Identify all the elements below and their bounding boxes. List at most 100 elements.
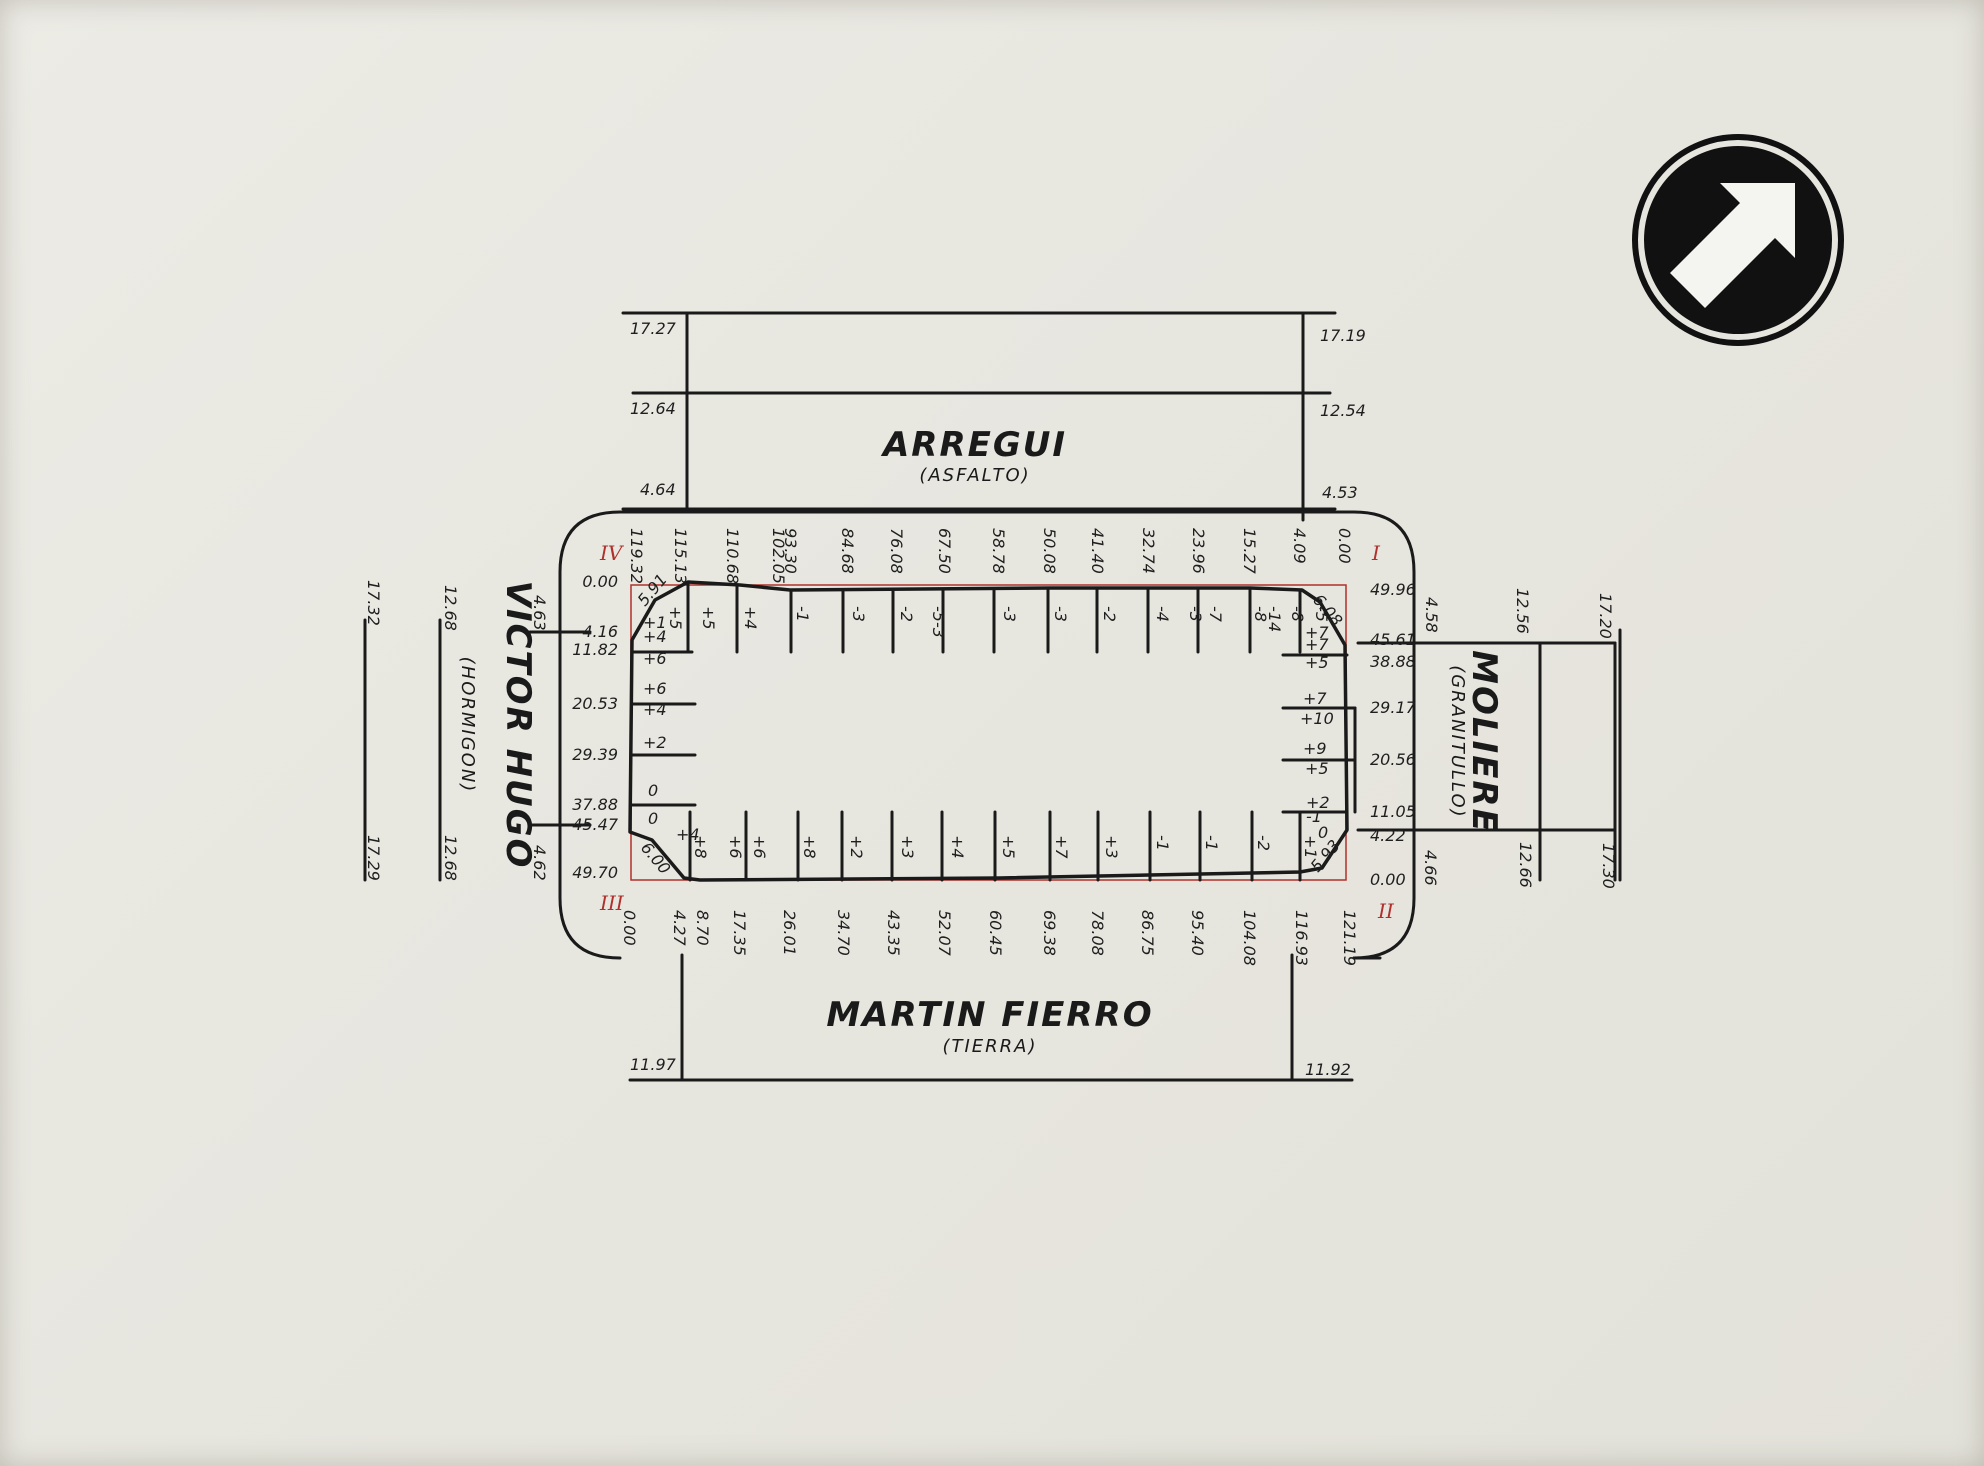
bottom-chainage: 26.01 (780, 910, 799, 956)
left-offset: +1 (643, 613, 667, 632)
left-offset: +6 (643, 649, 667, 668)
bottom-offset: +3 (898, 835, 917, 859)
bottom-offset: +3 (1102, 835, 1121, 859)
top-offset: +5 (699, 606, 718, 630)
top-offset: -8 (1251, 606, 1270, 622)
left-chainage: 49.70 (572, 863, 618, 882)
top-offset: -3 (929, 622, 948, 638)
width-label: 11.92 (1305, 1060, 1351, 1079)
right-offset: +10 (1300, 709, 1334, 728)
width-label: 12.68 (441, 585, 460, 631)
top-offset: -3 (1186, 606, 1205, 622)
top-offset-ticks (686, 580, 1302, 654)
top-offset: -7 (1206, 606, 1225, 623)
street-surface-west: (HORMIGON) (457, 657, 478, 794)
top-chainage: 84.68 (838, 528, 857, 574)
bottom-chainage: 116.93 (1292, 910, 1311, 966)
top-offset: +4 (741, 606, 760, 630)
width-label: 17.27 (630, 319, 677, 338)
right-offset: +9 (1303, 739, 1327, 758)
left-offset: +2 (643, 733, 667, 752)
bottom-chainage: 52.07 (935, 910, 954, 957)
bottom-offset: +5 (999, 835, 1018, 859)
width-label: 4.64 (640, 480, 676, 499)
street-surface-south: (TIERRA) (942, 1036, 1037, 1057)
width-label: 4.66 (1421, 850, 1440, 886)
corner-label-i: I (1371, 541, 1381, 565)
top-offset: -5 (1312, 606, 1331, 622)
left-chainage: 29.39 (572, 745, 618, 764)
right-chainage: 45.61 (1370, 630, 1416, 649)
bottom-offset: +1 (1301, 835, 1320, 859)
street-name-north: ARREGUI (880, 425, 1067, 465)
right-chainage: 49.96 (1370, 580, 1416, 599)
bottom-chainage: 69.38 (1040, 910, 1059, 956)
top-chainage: 119.32 (627, 528, 646, 584)
top-chainage: 67.50 (935, 528, 954, 574)
left-chainage: 4.16 (582, 622, 618, 641)
bottom-chainage: 43.35 (884, 910, 903, 956)
width-label: 4.58 (1422, 597, 1441, 633)
left-chainage: 37.88 (572, 795, 618, 814)
right-chainage: 38.88 (1370, 652, 1416, 671)
top-chainage: 50.08 (1040, 528, 1059, 574)
bottom-offset: +8 (691, 835, 710, 859)
top-offset: -3 (849, 606, 868, 622)
top-offset: -8 (1288, 606, 1307, 622)
bottom-offset: +6 (750, 835, 769, 859)
street-name-east: MOLIERE (1464, 650, 1504, 834)
top-chainage: 4.09 (1290, 528, 1309, 564)
top-chainage: 32.74 (1139, 528, 1158, 574)
width-label: 17.20 (1596, 593, 1615, 639)
bottom-offset: -2 (1254, 835, 1273, 851)
width-label: 17.32 (364, 580, 383, 626)
right-chainage: 29.17 (1370, 698, 1417, 717)
width-label: 12.54 (1320, 401, 1366, 420)
bottom-chainage: 4.27 (670, 910, 689, 946)
top-chainage: 58.78 (989, 528, 1008, 574)
street-surface-east: (GRANITULLO) (1447, 665, 1468, 818)
right-offset: +5 (1305, 653, 1329, 672)
street-surface-north: (ASFALTO) (919, 465, 1030, 486)
width-label: 11.97 (630, 1055, 677, 1074)
top-offset: -14 (1265, 606, 1284, 632)
left-offset: +4 (643, 700, 667, 719)
right-chainage: 20.56 (1370, 750, 1416, 769)
width-label: 12.64 (630, 399, 676, 418)
corner-label-iv: IV (599, 541, 625, 565)
corner-label-ii: II (1377, 899, 1395, 923)
top-offset: -3 (1000, 606, 1019, 622)
street-lines (363, 311, 1622, 1082)
bottom-offset: +2 (847, 835, 866, 859)
top-offset: -4 (1153, 606, 1172, 622)
top-chainage: 110.68 (723, 528, 742, 584)
right-offset: +2 (1306, 793, 1330, 812)
street-name-south: MARTIN FIERRO (826, 995, 1153, 1035)
bottom-chainage: 121.19 (1340, 910, 1359, 966)
chamfer-sw: 6.00 (637, 838, 674, 878)
bottom-offset: +4 (948, 835, 967, 859)
width-label: 12.56 (1513, 588, 1532, 634)
width-label: 4.53 (1322, 483, 1358, 502)
top-chainage: 41.40 (1088, 528, 1107, 574)
width-label: 4.63 (530, 595, 549, 631)
bottom-chainage: 60.45 (986, 910, 1005, 956)
bottom-chainage: 104.08 (1240, 910, 1259, 966)
bottom-offset-ticks (688, 810, 1302, 882)
top-offset: -5 (929, 606, 948, 622)
width-label: 12.66 (1516, 842, 1535, 888)
bottom-offset: +7 (1052, 835, 1071, 859)
right-chainage: 0.00 (1370, 870, 1406, 889)
corner-label-iii: III (599, 891, 625, 915)
top-offset: +5 (666, 606, 685, 630)
top-offset: -1 (793, 606, 812, 622)
north-arrow-icon (1632, 134, 1844, 346)
width-label: 4.62 (530, 845, 549, 881)
top-chainage: 76.08 (887, 528, 906, 574)
width-label: 17.30 (1599, 843, 1618, 889)
left-offset: +6 (643, 679, 667, 698)
left-offset: +4 (643, 627, 667, 646)
